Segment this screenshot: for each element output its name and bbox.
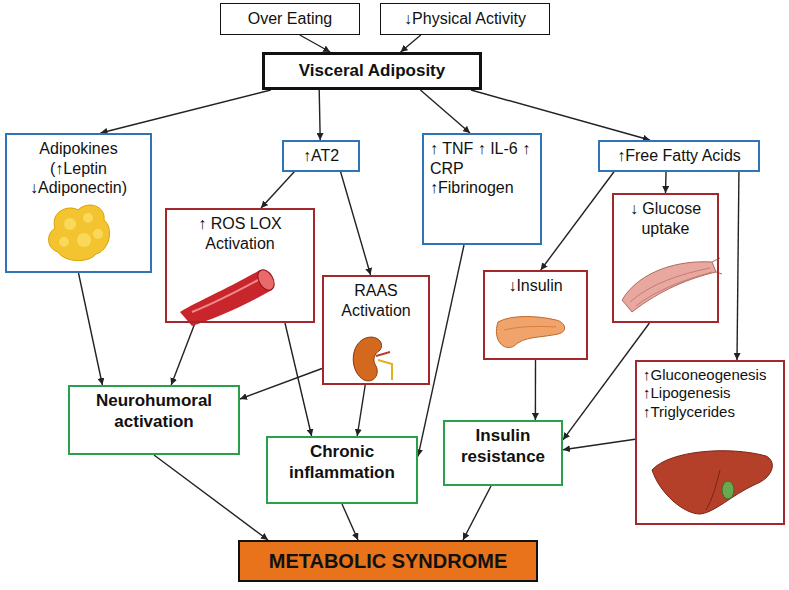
process-box: ↑ TNF ↑ IL-6 ↑ CRP ↑Fibrinogen: [422, 133, 542, 245]
arrow-connector: [665, 172, 667, 193]
node-label: Insulin resistance: [451, 426, 555, 467]
node-label: ↑ ROS LOX Activation: [173, 214, 307, 253]
arrow-connector: [341, 172, 371, 275]
pancreas-icon: [496, 317, 564, 348]
arrow-connector: [342, 504, 358, 540]
arrow-connector: [535, 360, 536, 420]
liver-icon: [652, 451, 772, 514]
process-box: RAAS Activation: [322, 275, 430, 385]
node-label: ↓ Glucose uptake: [620, 199, 711, 238]
node-label: Over Eating: [248, 9, 332, 29]
node-label: ↑Free Fatty Acids: [617, 146, 741, 166]
arrow-connector: [240, 369, 322, 400]
process-box: Over Eating: [220, 3, 360, 35]
node-label: Chronic inflammation: [274, 442, 410, 483]
process-box: Visceral Adiposity: [262, 52, 482, 90]
node-label: METABOLIC SYNDROME: [269, 549, 508, 573]
outcome-box: Insulin resistance: [443, 420, 563, 486]
node-label: ↑AT2: [303, 146, 339, 166]
kidney-icon: [353, 337, 392, 381]
node-label: Neurohumoral activation: [76, 391, 232, 432]
arrow-connector: [541, 172, 614, 270]
result-box: METABOLIC SYNDROME: [238, 540, 538, 582]
muscle-icon: [622, 258, 722, 312]
blood-vessel-icon: [180, 267, 278, 326]
process-box: ↑Free Fatty Acids: [598, 140, 760, 172]
process-box: ↑AT2: [282, 140, 360, 172]
process-box: ↑ ROS LOX Activation: [165, 208, 315, 323]
arrow-connector: [171, 323, 195, 385]
process-box: ↓Physical Activity: [380, 3, 550, 35]
process-box: Adipokines (↑Leptin ↓Adiponectin): [5, 133, 152, 273]
fat-tissue-icon: [49, 205, 110, 261]
arrow-connector: [300, 35, 330, 52]
process-box: ↓ Glucose uptake: [612, 193, 719, 323]
outcome-box: Neurohumoral activation: [68, 385, 240, 455]
node-label: ↓Insulin: [508, 276, 562, 296]
process-box: ↑Gluconeogenesis ↑Lipogenesis ↑Triglycer…: [635, 360, 785, 525]
node-label: Visceral Adiposity: [299, 61, 445, 82]
outcome-box: Chronic inflammation: [266, 436, 418, 504]
arrow-connector: [401, 35, 421, 52]
node-label: Adipokines (↑Leptin ↓Adiponectin): [13, 139, 144, 198]
arrow-connector: [357, 385, 365, 436]
node-label: ↑ TNF ↑ IL-6 ↑ CRP ↑Fibrinogen: [430, 139, 534, 198]
node-label: RAAS Activation: [330, 281, 422, 320]
arrow-connector: [285, 323, 312, 436]
process-box: ↓Insulin: [483, 270, 588, 360]
arrow-connector: [261, 172, 294, 208]
node-label: ↑Gluconeogenesis ↑Lipogenesis ↑Triglycer…: [643, 366, 777, 421]
arrow-connector: [563, 439, 635, 450]
arrow-connector: [737, 172, 739, 360]
node-label: ↓Physical Activity: [404, 9, 526, 29]
arrow-connector: [463, 486, 491, 540]
arrow-connector: [101, 90, 271, 133]
arrow-connector: [319, 90, 320, 140]
arrow-connector: [154, 455, 268, 540]
arrow-connector: [79, 273, 103, 385]
arrow-connector: [420, 90, 470, 133]
